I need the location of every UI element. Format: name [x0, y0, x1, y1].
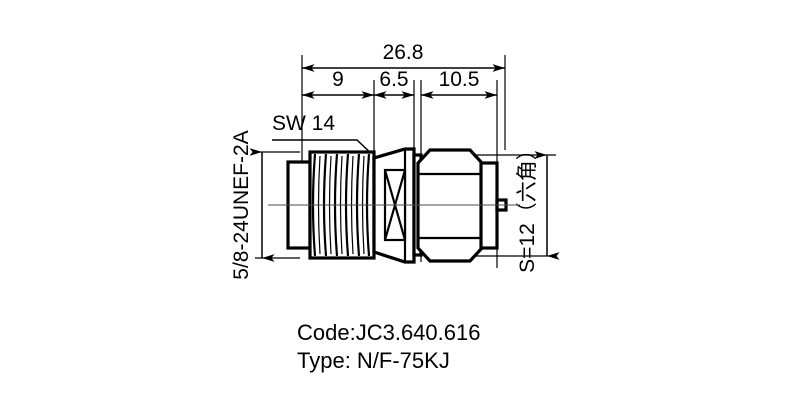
caption-type: Type: N/F-75KJ	[297, 348, 450, 373]
dimension-overall-length: 26.8	[302, 41, 505, 72]
dim-value-mid-section: 6.5	[379, 68, 408, 91]
dim-value-thread-length: 9	[332, 68, 344, 91]
caption-block: Code:JC3.640.616 Type: N/F-75KJ	[297, 320, 480, 373]
dimension-thread-length: 9	[302, 68, 374, 99]
annotation-label-hex-size: S=12（六角）	[516, 139, 539, 273]
dim-value-hex-section: 10.5	[439, 68, 480, 91]
annotation-label-thread-spec: 5/8-24UNEF-2A	[230, 130, 253, 279]
dimension-hex-across-flats: S=12（六角）	[476, 139, 560, 273]
dimension-hex-section: 10.5	[421, 68, 497, 99]
dimension-thread-spec: 5/8-24UNEF-2A	[230, 130, 300, 280]
hex-nut	[416, 148, 484, 263]
dim-value-overall-length: 26.8	[383, 41, 424, 64]
annotation-label-sw14: SW 14	[272, 112, 335, 135]
connector-assembly	[268, 147, 520, 264]
caption-code: Code:JC3.640.616	[297, 320, 480, 345]
hex-nut-flats	[418, 172, 482, 240]
dimension-mid-section: 6.5	[374, 68, 414, 99]
